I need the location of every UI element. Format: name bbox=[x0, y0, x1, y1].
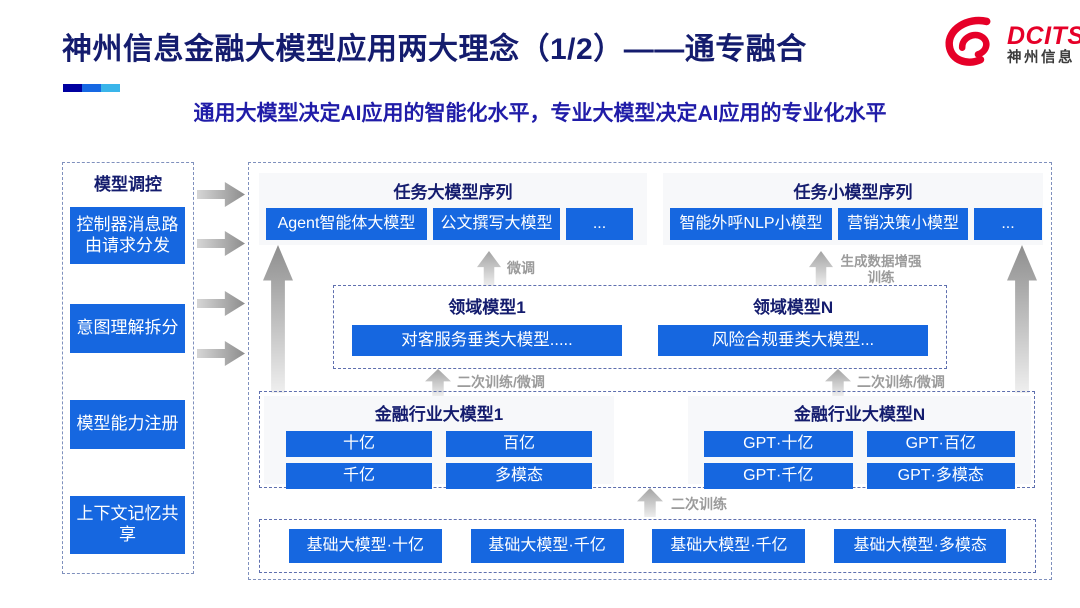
page-subtitle: 通用大模型决定AI应用的智能化水平，专业大模型决定AI应用的专业化水平 bbox=[193, 102, 887, 125]
right-arrow-icon bbox=[197, 341, 245, 366]
model-chip-ellipsis: ... bbox=[974, 208, 1042, 240]
model-chip-gpt-10b: GPT·百亿 bbox=[866, 431, 1015, 457]
task-large-model-section: 任务大模型序列 Agent智能体大模型 公文撰写大模型 ... bbox=[259, 173, 647, 245]
model-chip-10b: 百亿 bbox=[446, 431, 592, 457]
industry-model-n: 金融行业大模型N GPT·十亿 GPT·百亿 GPT·千亿 GPT·多模态 bbox=[688, 396, 1031, 489]
page-title: 神州信息金融大模型应用两大理念（1/2）——通专融合 bbox=[62, 33, 807, 66]
section-title: 金融行业大模型1 bbox=[374, 405, 504, 424]
model-chip-base-100b: 基础大模型·千亿 bbox=[652, 529, 806, 563]
up-arrow-icon bbox=[1007, 245, 1037, 393]
up-arrow-icon bbox=[809, 251, 833, 286]
industry-model-section: 金融行业大模型1 十亿 百亿 千亿 多模态 金融行业大模型N GPT·十亿 GP… bbox=[259, 391, 1035, 489]
gen-data-train-label: 生成数据增强训练 bbox=[840, 254, 922, 285]
model-chip-100b: 千亿 bbox=[286, 463, 432, 489]
logo-brand-text: DCITS bbox=[1007, 21, 1080, 50]
up-arrow-icon bbox=[477, 251, 501, 286]
model-chip-ellipsis: ... bbox=[566, 208, 633, 240]
model-control-panel: 模型调控 控制器消息路由请求分发 意图理解拆分 模型能力注册 上下文记忆共享 bbox=[62, 162, 194, 574]
model-chip-gpt-multimodal: GPT·多模态 bbox=[866, 463, 1015, 489]
second-train-ft-label: 二次训练/微调 bbox=[857, 374, 945, 390]
base-model-section: 基础大模型·十亿 基础大模型·千亿 基础大模型·千亿 基础大模型·多模态 bbox=[259, 519, 1036, 573]
model-chip-customer-service: 对客服务垂类大模型..... bbox=[352, 325, 622, 356]
section-title: 任务小模型序列 bbox=[793, 183, 913, 202]
model-chip-base-1b: 基础大模型·十亿 bbox=[288, 529, 442, 563]
task-small-model-section: 任务小模型序列 智能外呼NLP小模型 营销决策小模型 ... bbox=[663, 173, 1043, 245]
model-chip-marketing: 营销决策小模型 bbox=[838, 208, 968, 240]
model-architecture-panel: 任务大模型序列 Agent智能体大模型 公文撰写大模型 ... 任务小模型序列 … bbox=[248, 162, 1052, 580]
domain-model-section: 领域模型1 对客服务垂类大模型..... 领域模型N 风险合规垂类大模型... bbox=[333, 285, 947, 369]
model-chip-1b: 十亿 bbox=[286, 431, 432, 457]
right-arrow-icon bbox=[197, 291, 245, 316]
section-title: 金融行业大模型N bbox=[793, 405, 926, 424]
model-chip-risk-compliance: 风险合规垂类大模型... bbox=[658, 325, 928, 356]
industry-model-1: 金融行业大模型1 十亿 百亿 千亿 多模态 bbox=[264, 396, 614, 489]
right-arrow-icon bbox=[197, 182, 245, 207]
model-chip-agent: Agent智能体大模型 bbox=[266, 208, 427, 240]
model-chip-base-100b: 基础大模型·千亿 bbox=[470, 529, 624, 563]
sidebar-item-register: 模型能力注册 bbox=[70, 400, 185, 449]
right-arrow-icon bbox=[197, 231, 245, 256]
sidebar-item-context: 上下文记忆共享 bbox=[70, 496, 185, 554]
model-chip-base-multimodal: 基础大模型·多模态 bbox=[834, 529, 1007, 563]
second-train-label: 二次训练 bbox=[671, 496, 727, 512]
sidebar-item-router: 控制器消息路由请求分发 bbox=[70, 207, 185, 264]
domain-model-n: 领域模型N 风险合规垂类大模型... bbox=[640, 286, 946, 368]
domain-model-1: 领域模型1 对客服务垂类大模型..... bbox=[334, 286, 640, 368]
second-train-ft-label: 二次训练/微调 bbox=[457, 374, 545, 390]
dcits-logo: DCITS 神州信息 bbox=[942, 16, 1080, 73]
model-chip-gpt-100b: GPT·千亿 bbox=[704, 463, 853, 489]
dcits-swirl-icon bbox=[942, 16, 1000, 73]
up-arrow-icon bbox=[263, 245, 293, 393]
model-chip-multimodal: 多模态 bbox=[446, 463, 592, 489]
sidebar-item-intent: 意图理解拆分 bbox=[70, 304, 185, 353]
title-accent-bar bbox=[63, 84, 120, 92]
sidebar-title: 模型调控 bbox=[94, 175, 162, 194]
finetune-label: 微调 bbox=[507, 260, 535, 276]
up-arrow-icon bbox=[637, 488, 663, 517]
model-chip-nlp-outbound: 智能外呼NLP小模型 bbox=[670, 208, 832, 240]
section-title: 领域模型N bbox=[752, 298, 834, 317]
logo-brand-cn: 神州信息 bbox=[1007, 50, 1075, 67]
model-chip-document-writing: 公文撰写大模型 bbox=[433, 208, 560, 240]
section-title: 领域模型1 bbox=[448, 298, 526, 317]
section-title: 任务大模型序列 bbox=[393, 183, 513, 202]
model-chip-gpt-1b: GPT·十亿 bbox=[704, 431, 853, 457]
